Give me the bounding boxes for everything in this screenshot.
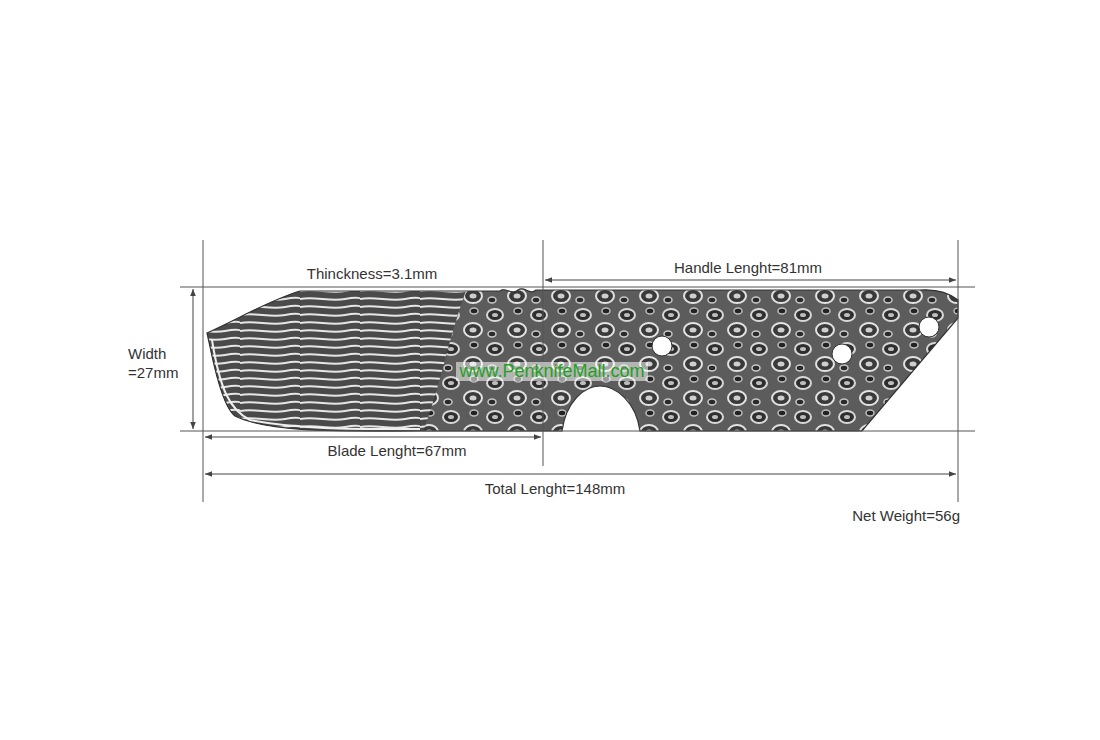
dimension-label: Width =27mm	[128, 344, 186, 382]
dimension-label: Total Lenght=148mm	[485, 479, 626, 498]
dimension-label: Blade Lenght=67mm	[328, 441, 467, 460]
weight-label: Net Weight=56g	[852, 506, 960, 525]
watermark: www.PenknifeMall.com	[456, 362, 647, 381]
dimension-label: Handle Lenght=81mm	[674, 258, 822, 277]
dimension-label: Thinckness=3.1mm	[307, 264, 437, 283]
